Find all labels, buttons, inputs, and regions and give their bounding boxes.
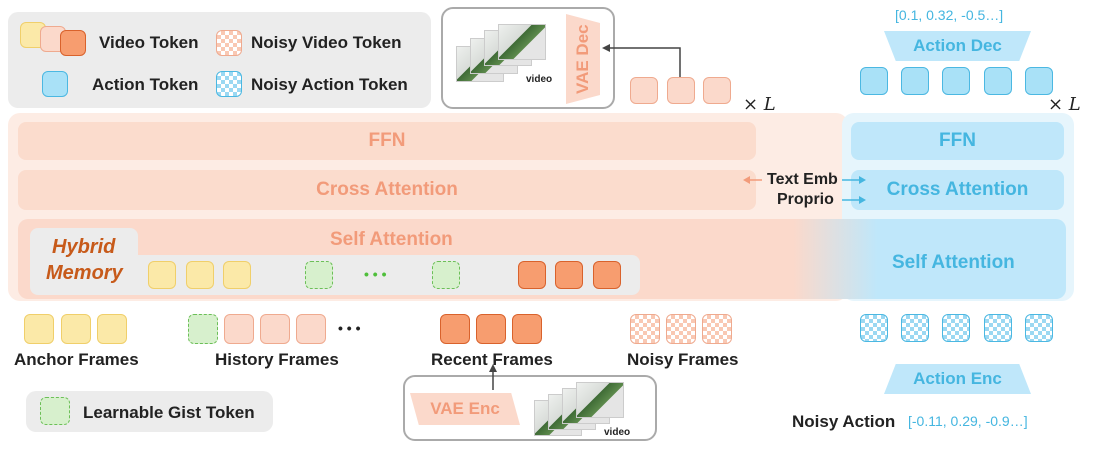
noisy-frame-token [630, 314, 660, 344]
vae-enc-block [410, 393, 520, 425]
decoded-video-caption: video [526, 74, 553, 85]
memory-recent-token [593, 261, 621, 289]
noisy-frame-token [666, 314, 696, 344]
action-cross-attention-block: Cross Attention [851, 170, 1064, 210]
decoded-video-frame-4 [498, 24, 546, 60]
action-output-token [1025, 67, 1053, 95]
anchor-frames-label: Anchor Frames [14, 350, 139, 369]
recent-frame-token [476, 314, 506, 344]
legend-action-token-label: Action Token [92, 75, 199, 94]
history-gist-token [188, 314, 218, 344]
hybrid-memory-label-line1: Hybrid [52, 236, 116, 258]
memory-anchor-token [223, 261, 251, 289]
anchor-frame-token [97, 314, 127, 344]
action-output-token [942, 67, 970, 95]
action-dec-block [884, 31, 1031, 61]
memory-anchor-token [148, 261, 176, 289]
vae-dec-label: VAE Dec [573, 24, 592, 94]
output-video-token [703, 77, 731, 104]
noisy-action-token [901, 314, 929, 342]
proprio-label: Proprio [777, 191, 834, 208]
history-frame-token [296, 314, 326, 344]
video-self-attention-label: Self Attention [330, 229, 453, 250]
repeat-label-left: × L [743, 94, 776, 115]
noisy-action-token [984, 314, 1012, 342]
text-emb-label: Text Emb [767, 171, 838, 188]
action-self-attention-label: Self Attention [892, 252, 1015, 273]
history-ellipsis: • • • [338, 320, 361, 336]
hybrid-memory-tab [30, 228, 138, 292]
action-ffn-block: FFN [851, 122, 1064, 160]
legend-video-token-stack-front [60, 30, 86, 56]
noisy-frame-token [702, 314, 732, 344]
memory-recent-token [518, 261, 546, 289]
recent-frame-token [440, 314, 470, 344]
noisy-frames-label: Noisy Frames [627, 350, 739, 369]
history-frame-token [224, 314, 254, 344]
action-output-token [984, 67, 1012, 95]
hybrid-memory-label-line2: Memory [46, 262, 123, 284]
history-frame-token [260, 314, 290, 344]
noisy-action-token [860, 314, 888, 342]
action-dec-label: Action Dec [913, 36, 1002, 55]
video-ffn-block: FFN [18, 122, 756, 160]
input-video-caption: video [604, 427, 631, 438]
noisy-action-values: [-0.11, 0.29, -0.9…] [908, 413, 1028, 429]
memory-gist-token [305, 261, 333, 289]
input-video-frame-4 [576, 382, 624, 418]
noisy-action-label: Noisy Action [792, 412, 896, 431]
memory-anchor-token [186, 261, 214, 289]
legend-action-token-swatch [42, 71, 68, 97]
action-enc-block [884, 364, 1031, 394]
memory-recent-token [555, 261, 583, 289]
memory-ellipsis: • • • [364, 266, 387, 282]
action-output-token [860, 67, 888, 95]
output-video-token [667, 77, 695, 104]
legend-noisy-action-token-swatch [216, 71, 242, 97]
legend-noisy-action-token-label: Noisy Action Token [251, 75, 408, 94]
history-frames-label: History Frames [215, 350, 339, 369]
legend-noisy-video-token-swatch [216, 30, 242, 56]
repeat-label-right: × L [1048, 94, 1081, 115]
encoder-arrow [489, 364, 497, 390]
gist-legend-label: Learnable Gist Token [83, 403, 255, 422]
noisy-action-token [942, 314, 970, 342]
gist-legend-swatch [40, 397, 70, 425]
legend-noisy-video-token-label: Noisy Video Token [251, 33, 402, 52]
text-emb-arrows [743, 176, 866, 204]
recent-frame-token [512, 314, 542, 344]
memory-gist-token [432, 261, 460, 289]
recent-frames-label: Recent Frames [431, 350, 553, 369]
action-output-token [901, 67, 929, 95]
noisy-action-token [1025, 314, 1053, 342]
decoder-arrow [602, 44, 681, 78]
anchor-frame-token [24, 314, 54, 344]
vae-dec-block [566, 14, 600, 104]
action-enc-label: Action Enc [913, 369, 1002, 388]
anchor-frame-token [61, 314, 91, 344]
action-output-values: [0.1, 0.32, -0.5…] [895, 7, 1004, 23]
video-cross-attention-block: Cross Attention [18, 170, 756, 210]
output-video-token [630, 77, 658, 104]
vae-enc-label: VAE Enc [430, 399, 500, 418]
legend-video-token-label: Video Token [99, 33, 199, 52]
